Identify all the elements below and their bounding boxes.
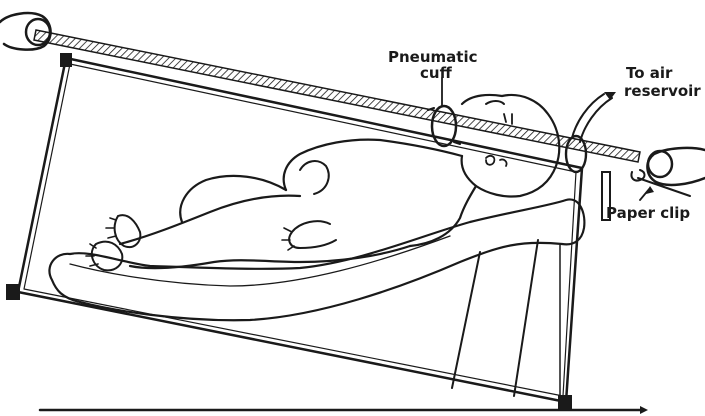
right-roller (647, 148, 705, 185)
arrow-icon (604, 92, 616, 100)
label-to-air: To air (626, 64, 673, 82)
label-reservoir: reservoir (624, 82, 701, 100)
frame-corner-bottom-right (558, 395, 572, 411)
frame-corner-top-left (60, 53, 72, 67)
air-tube (566, 92, 616, 172)
pedestal (452, 240, 560, 396)
label-cuff: cuff (420, 64, 453, 82)
baseline (40, 406, 648, 414)
frame-corner-bottom-left (6, 284, 20, 300)
label-paper-clip: Paper clip (606, 204, 690, 222)
